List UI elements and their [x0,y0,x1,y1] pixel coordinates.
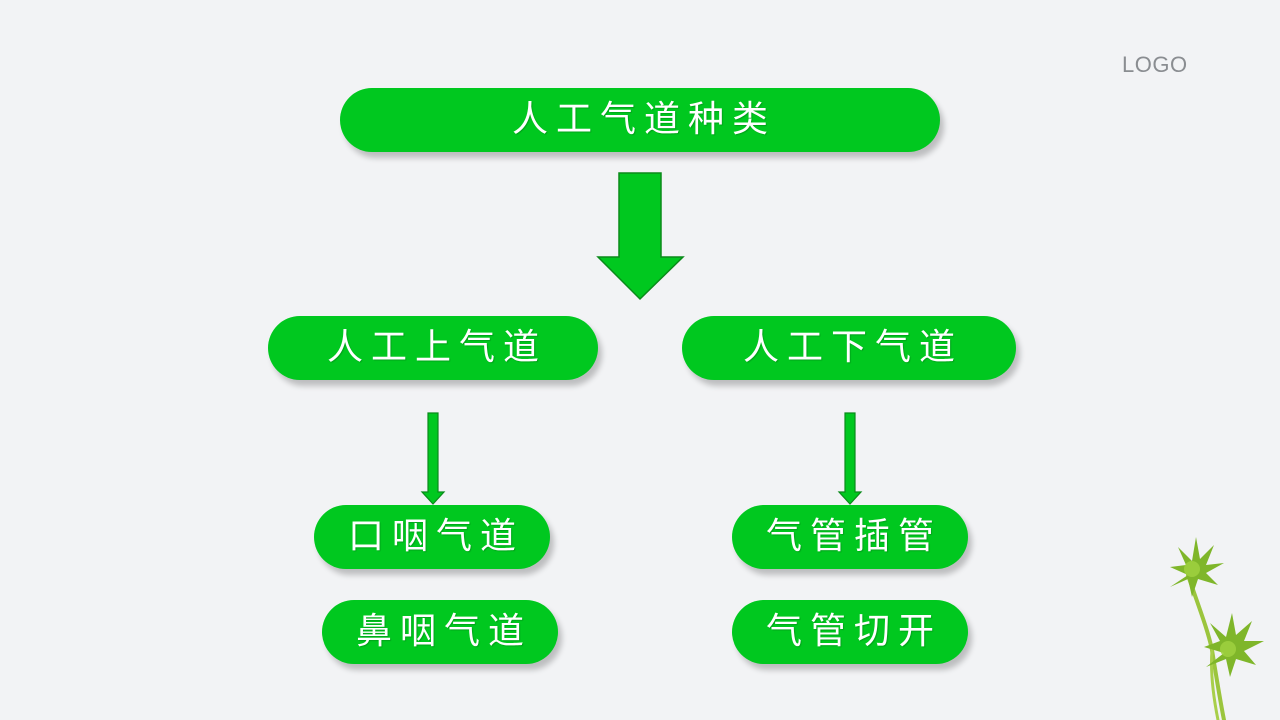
arrow-root-down [596,172,685,301]
node-upper-airway: 人工上气道 [268,316,598,380]
node-endotracheal-intubation: 气管插管 [732,505,968,569]
node-lower-airway: 人工下气道 [682,316,1016,380]
node-lower-airway-label: 人工下气道 [742,327,963,368]
arrow-lower-down [837,412,863,505]
node-nasopharyngeal-airway-label: 鼻咽气道 [355,611,532,652]
node-endotracheal-intubation-label: 气管插管 [765,516,942,557]
node-tracheotomy: 气管切开 [732,600,968,664]
node-tracheotomy-label: 气管切开 [765,611,942,652]
node-oropharyngeal-airway: 口咽气道 [314,505,550,569]
logo-text: LOGO [1122,52,1188,77]
plant-decoration-icon [1170,537,1264,720]
node-oropharyngeal-airway-label: 口咽气道 [347,516,524,557]
arrow-upper-down [420,412,446,505]
node-root: 人工气道种类 [340,88,940,152]
node-root-label: 人工气道种类 [511,99,776,140]
node-upper-airway-label: 人工上气道 [326,327,547,368]
node-nasopharyngeal-airway: 鼻咽气道 [322,600,558,664]
